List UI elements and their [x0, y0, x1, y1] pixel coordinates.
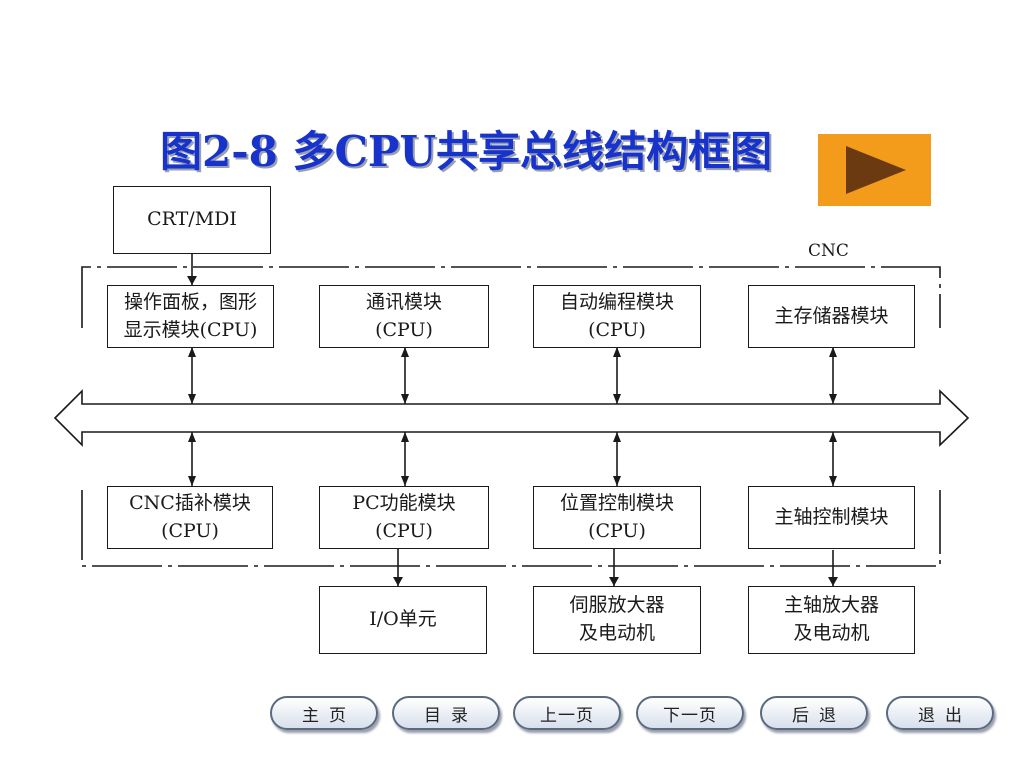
module-label-line1: 伺服放大器 — [569, 594, 665, 617]
cnc-frame-upper — [81, 266, 941, 328]
module-label-line2: (CPU) — [161, 519, 219, 542]
module-label-line1: PC功能模块 — [352, 491, 456, 514]
module-label-line2: (CPU) — [375, 519, 433, 542]
module-label-line2: 及电动机 — [793, 622, 870, 644]
module-label-line1: 通讯模块 — [365, 290, 442, 313]
pc-function-module: PC功能模块 (CPU) — [319, 486, 489, 549]
module-label-line2: (CPU) — [375, 318, 433, 341]
module-label-line2: 及电动机 — [578, 622, 655, 644]
play-triangle-icon — [846, 146, 906, 194]
crt-mdi-box: CRT/MDI — [113, 186, 271, 254]
back-button[interactable]: 后退 — [760, 696, 868, 730]
main-memory-module: 主存储器模块 — [748, 285, 915, 348]
home-button[interactable]: 主页 — [270, 696, 378, 730]
module-label-line1: 主轴放大器 — [783, 594, 879, 617]
module-label-line1: 位置控制模块 — [559, 491, 674, 514]
next-page-button[interactable]: 下一页 — [636, 696, 744, 730]
io-unit-box: I/O单元 — [319, 586, 487, 654]
module-label-line1: 自动编程模块 — [559, 290, 674, 313]
auto-programming-module: 自动编程模块 (CPU) — [533, 285, 701, 348]
spindle-control-module: 主轴控制模块 — [748, 486, 915, 549]
panel-display-module: 操作面板，图形 显示模块(CPU) — [107, 285, 274, 348]
module-label-line2: 显示模块(CPU) — [123, 318, 258, 341]
exit-button[interactable]: 退出 — [886, 696, 994, 730]
play-button[interactable] — [818, 134, 931, 206]
module-label-line1: CNC插补模块 — [129, 491, 251, 514]
module-label-line2: (CPU) — [588, 318, 646, 341]
module-label-line1: 主轴控制模块 — [774, 505, 889, 528]
module-label-line1: 主存储器模块 — [774, 304, 889, 327]
crt-mdi-label: CRT/MDI — [147, 208, 237, 231]
communication-module: 通讯模块 (CPU) — [319, 285, 489, 348]
cnc-label: CNC — [808, 241, 849, 261]
servo-amplifier-box: 伺服放大器 及电动机 — [533, 586, 701, 654]
module-label-line1: I/O单元 — [369, 608, 437, 631]
prev-page-button[interactable]: 上一页 — [513, 696, 621, 730]
spindle-amplifier-box: 主轴放大器 及电动机 — [748, 586, 915, 654]
module-label-line1: 操作面板，图形 — [123, 290, 257, 313]
nav-bar: 主页 目录 上一页 下一页 后退 退出 — [270, 696, 1000, 736]
cnc-frame-lower — [81, 490, 941, 567]
cnc-interpolation-module: CNC插补模块 (CPU) — [107, 486, 273, 549]
module-label-line2: (CPU) — [588, 519, 646, 542]
position-control-module: 位置控制模块 (CPU) — [533, 486, 701, 549]
contents-button[interactable]: 目录 — [392, 696, 500, 730]
slide-title: 图2-8 多CPU共享总线结构框图 — [160, 127, 773, 176]
system-bus — [53, 389, 970, 447]
